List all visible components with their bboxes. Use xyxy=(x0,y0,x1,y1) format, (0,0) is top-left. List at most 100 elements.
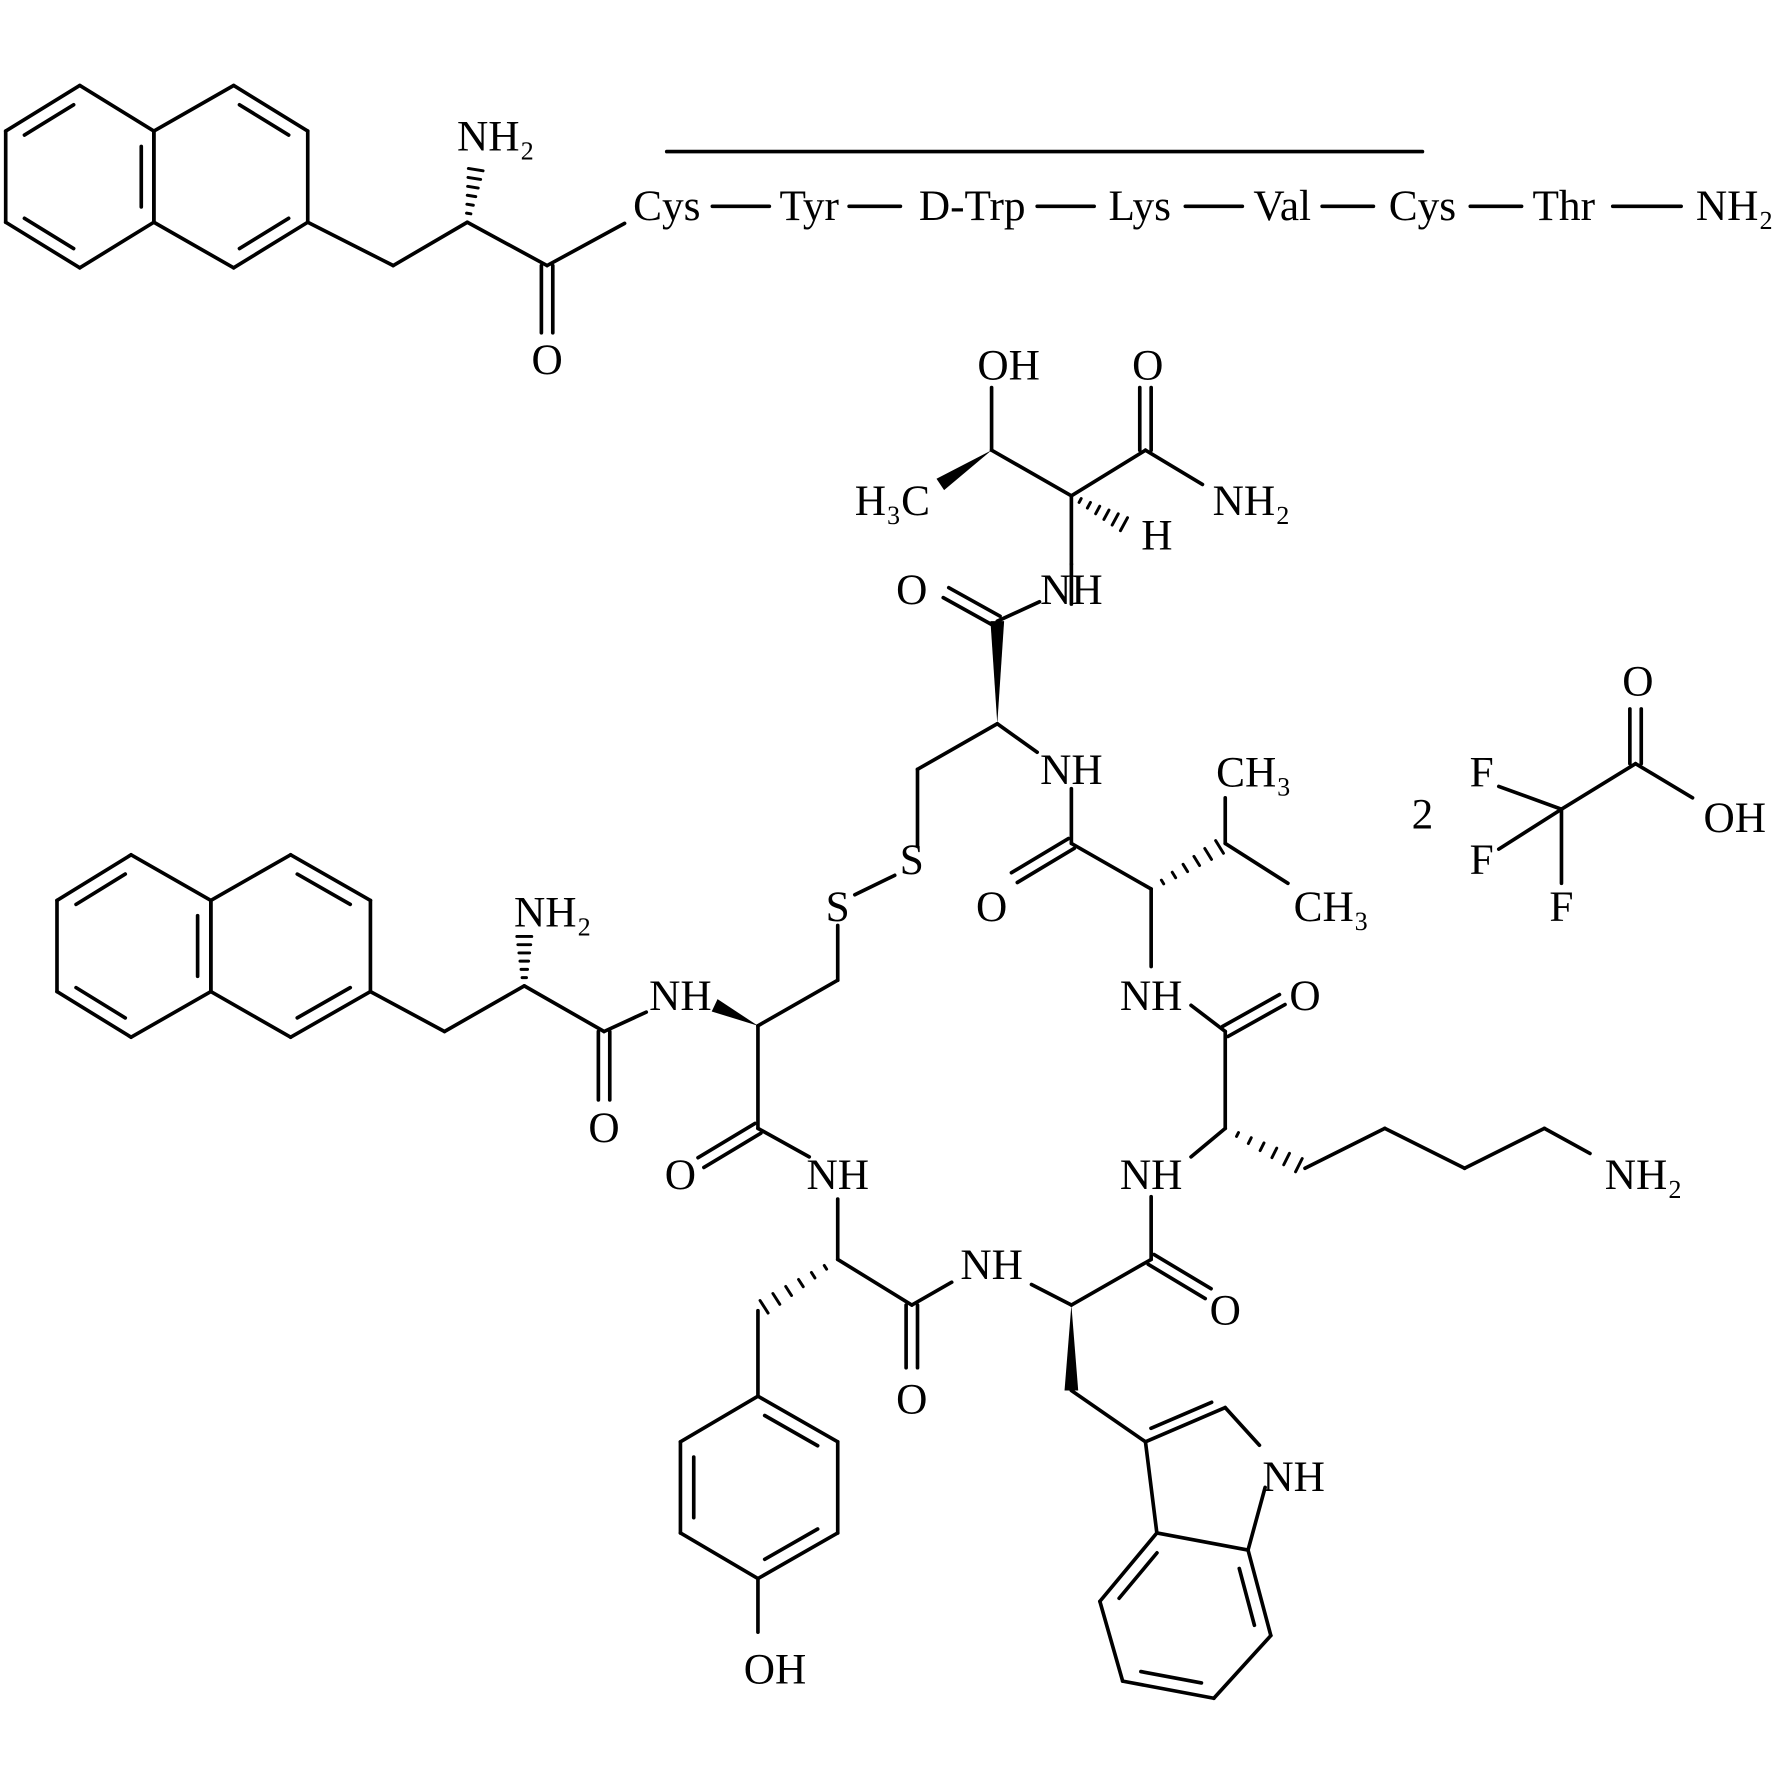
single-bond xyxy=(909,1280,954,1307)
single-bond xyxy=(1189,1126,1228,1159)
naphthalene-ring-a-bond xyxy=(129,852,213,903)
single-bond xyxy=(1069,841,1153,891)
single-bond xyxy=(442,984,527,1034)
naphthalene-ring-a-bond xyxy=(55,989,133,1040)
residue-d-trp: D-Trp xyxy=(919,182,1026,230)
naphthalene-ring-a-double xyxy=(74,985,128,1020)
double-bond xyxy=(1146,1262,1208,1301)
hash-bond-segment xyxy=(1181,862,1190,874)
top-naphthalene-ring-b-bond xyxy=(152,220,236,270)
single-bond xyxy=(915,721,1000,772)
single-bond xyxy=(989,448,1074,498)
residue-cys-2: Cys xyxy=(1389,182,1456,230)
single-bond xyxy=(545,221,627,268)
tyrosine-ring-double xyxy=(762,1413,820,1448)
atom-label-nh: NH xyxy=(1040,746,1103,794)
single-bond xyxy=(602,1010,649,1034)
top-naphthalene-ring-b-double xyxy=(237,216,291,251)
top-naphthalene-ring-a-double xyxy=(22,102,76,137)
single-bond xyxy=(368,989,447,1034)
single-bond xyxy=(1303,1126,1387,1171)
atom-label-nh2: NH₂ xyxy=(1213,477,1291,525)
hash-bond-segment xyxy=(797,1278,805,1289)
atom-label-nh: NH xyxy=(1040,566,1103,614)
single-bond xyxy=(756,1126,812,1159)
naphthalene-ring-b-bond xyxy=(288,989,373,1040)
single-bond xyxy=(1246,1485,1267,1552)
hash-bond-segment xyxy=(1246,1136,1253,1146)
single-bond xyxy=(1143,1439,1159,1535)
atom-label-nh2: NH₂ xyxy=(514,889,592,937)
indole-benzene-ring-double xyxy=(1117,1551,1159,1601)
hash-bond-segment xyxy=(1235,1131,1240,1138)
naphthalene-ring-a-double xyxy=(74,872,128,907)
atom-label-o: O xyxy=(1132,342,1163,390)
tyrosine-ring-bond xyxy=(756,1394,840,1444)
double-bond xyxy=(1143,1405,1228,1444)
single-bond xyxy=(465,220,549,268)
single-bond xyxy=(1633,761,1695,800)
indole-benzene-ring-bond xyxy=(1120,1679,1216,1701)
top-naphthalene-ring-b-bond xyxy=(231,83,310,133)
atom-label-o: O xyxy=(976,883,1007,931)
hash-bond-segment xyxy=(1282,1151,1291,1167)
atom-label-nh: NH xyxy=(1120,972,1183,1020)
single-bond xyxy=(305,220,396,268)
single-bond xyxy=(1496,784,1564,812)
indole-benzene-ring-bond xyxy=(1212,1633,1273,1701)
indole-benzene-ring-bond xyxy=(1098,1599,1125,1683)
hash-bond-segment xyxy=(1159,878,1166,886)
double-bond xyxy=(1220,992,1282,1029)
tfa-oh: OH xyxy=(1703,794,1766,842)
atom-label-h: H xyxy=(1141,511,1172,559)
atom-label-nh: NH xyxy=(1262,1453,1325,1501)
hash-bond-segment xyxy=(465,211,473,216)
hash-bond-segment xyxy=(809,1271,817,1280)
top-naphthalene-ring-b-bond xyxy=(231,220,310,270)
top-naphthalene-ring-b-bond xyxy=(152,83,236,133)
double-bond xyxy=(946,585,1002,619)
hash-bond-segment xyxy=(466,184,480,190)
top-naphthalene-ring-a-bond xyxy=(77,220,156,270)
single-bond xyxy=(835,1257,914,1307)
hash-bond-segment xyxy=(1110,512,1120,527)
atom-label-h3c: H₃C xyxy=(855,477,930,525)
top-naphthalene-ring-a-double xyxy=(22,216,76,251)
indole-benzene-ring-double xyxy=(1139,1669,1204,1685)
atom-label-o: O xyxy=(896,1375,927,1423)
residue-thr: Thr xyxy=(1532,182,1595,230)
double-bond xyxy=(702,1131,763,1170)
single-bond xyxy=(1069,1388,1148,1444)
atom-label-oh: OH xyxy=(977,342,1040,390)
single-bond xyxy=(1223,841,1290,886)
tyrosine-ring-double xyxy=(762,1527,820,1562)
single-bond xyxy=(995,721,1040,755)
hash-bond-segment xyxy=(1192,854,1202,867)
atom-label-nh: NH xyxy=(960,1241,1023,1289)
hash-bond-segment xyxy=(1270,1146,1279,1160)
hash-bond-segment xyxy=(1085,500,1092,510)
double-bond xyxy=(1009,836,1071,875)
atom-label-o: O xyxy=(1210,1286,1241,1334)
atom-label-o: O xyxy=(588,1104,619,1152)
atom-label-o: O xyxy=(896,566,927,614)
single-bond xyxy=(1559,761,1638,812)
residue-tyr: Tyr xyxy=(779,182,839,230)
atom-label-o: O xyxy=(1289,972,1320,1020)
naphthalene-ring-a-bond xyxy=(55,852,133,903)
naphthalene-ring-b-bond xyxy=(209,989,293,1040)
double-bond xyxy=(1226,1002,1287,1039)
atom-label-s: S xyxy=(826,883,850,931)
single-bond xyxy=(1496,807,1564,851)
top-carbonyl-o-label: O xyxy=(531,336,562,384)
single-bond xyxy=(1462,1126,1547,1171)
atom-label-ch3: CH₃ xyxy=(1216,748,1291,796)
single-bond xyxy=(391,220,470,268)
top-nh2-label: NH₂ xyxy=(457,112,535,160)
single-bond xyxy=(1143,448,1205,487)
top-naphthalene-ring-a-bond xyxy=(3,83,82,133)
wedge-bond xyxy=(936,450,992,491)
tyrosine-ring-bond xyxy=(678,1394,760,1444)
